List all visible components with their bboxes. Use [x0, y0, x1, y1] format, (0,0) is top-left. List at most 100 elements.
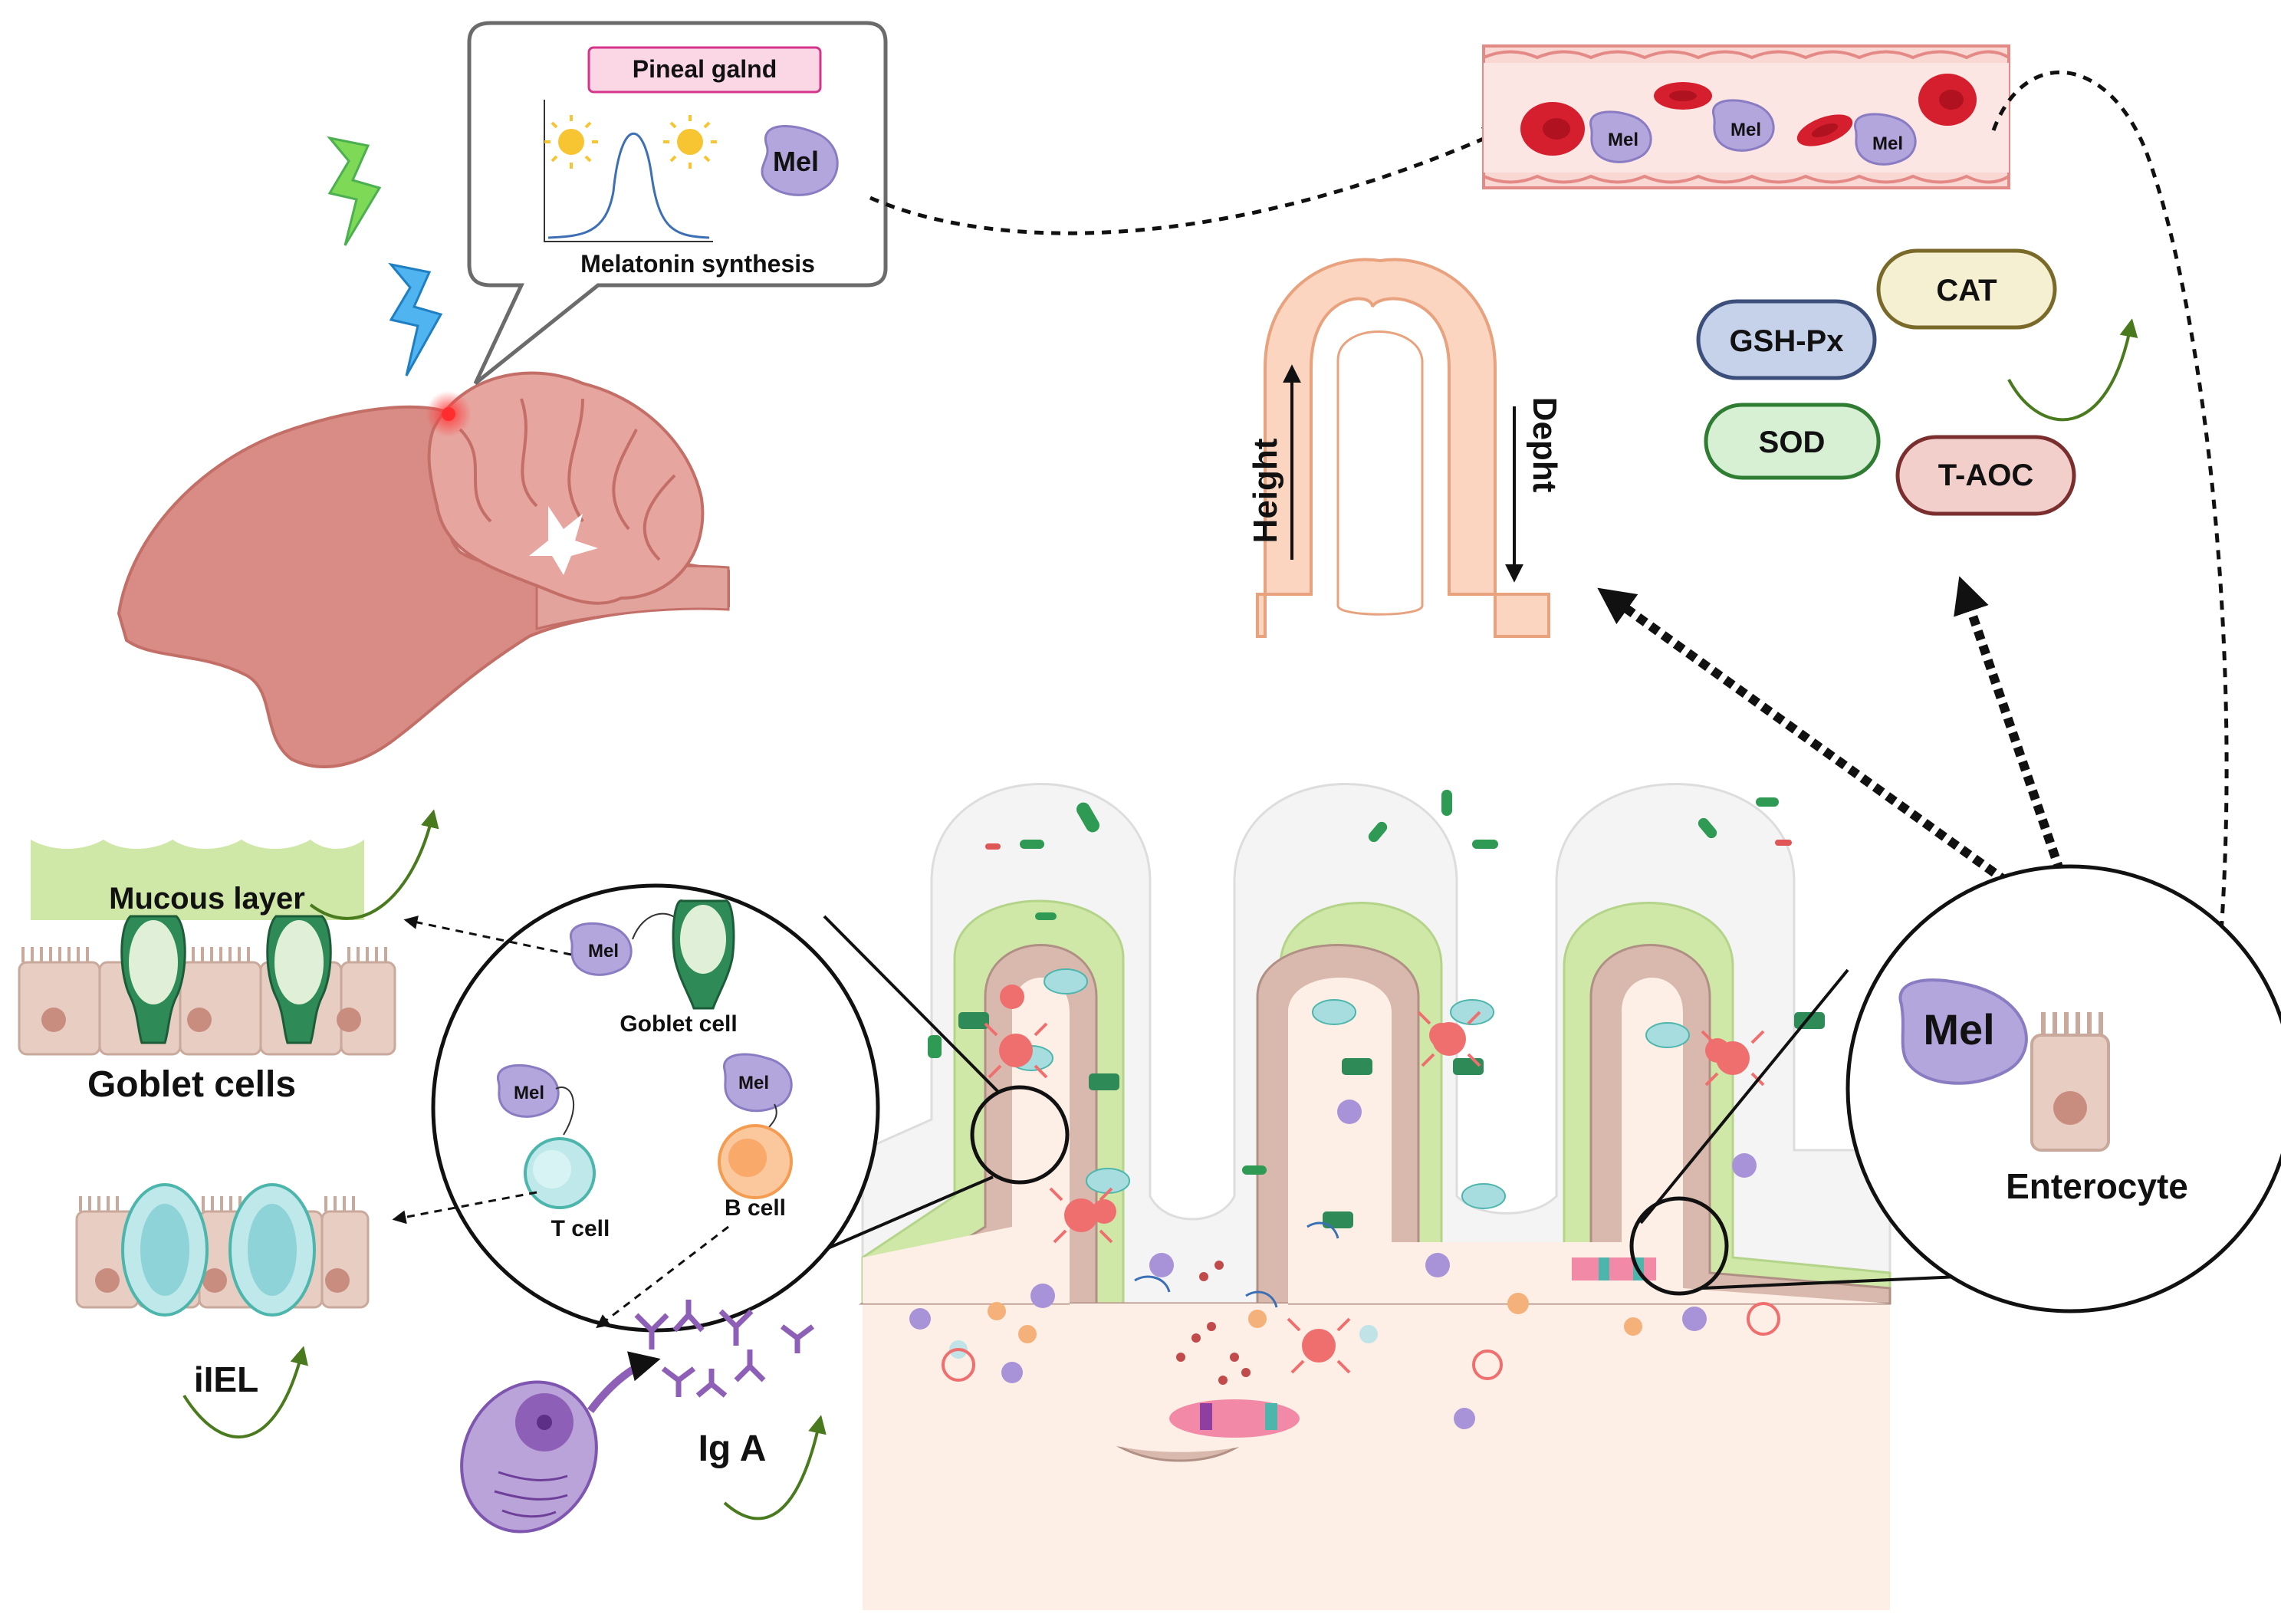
lamina-propria: [863, 978, 1890, 1452]
height-label: Height: [1247, 438, 1284, 543]
zoom-mel-enterocyte: Mel: [1923, 1005, 1994, 1054]
goblet-cells-panel: Mucous layer Goblet cells: [18, 809, 439, 1105]
arrow-to-goblet-panel: [403, 916, 572, 956]
enterocyte-cell-icon: [2030, 1012, 2110, 1152]
bacterium: [1242, 1165, 1267, 1175]
lightning-green-icon: [327, 136, 382, 246]
increase-arrow-iiel: [182, 1346, 308, 1438]
red-blood-cell: [1654, 82, 1712, 110]
iiel-cell-icon: [121, 1183, 209, 1317]
enzyme-gshpx-pill: [1696, 299, 1877, 380]
melatonin-curve: [547, 132, 710, 239]
dendritic-cell: [1417, 1011, 1481, 1067]
goblet-cell-icon: [672, 899, 735, 1010]
mel-label: Mel: [773, 146, 819, 177]
ventricle-star: [529, 506, 598, 575]
bacterium: [1698, 817, 1717, 839]
blood-mel-label: Mel: [1730, 120, 1761, 140]
enzyme-cat-pill: [1876, 248, 2057, 330]
enzyme-gshpx-label: GSH-Px: [1730, 324, 1844, 358]
bacterium: [1756, 797, 1779, 807]
intestinal-tissue: [858, 783, 1892, 1610]
mel-molecule: [761, 125, 839, 196]
red-blood-cell: [1796, 114, 1853, 146]
lightning-blue-icon: [388, 262, 443, 376]
mel-molecule: Mel: [1854, 113, 1917, 166]
bacterium: [1368, 821, 1388, 843]
bacterium: [1020, 840, 1044, 849]
iiel-panel: iIEL: [75, 1183, 370, 1438]
bacterium: [1775, 840, 1792, 846]
mel-molecule: Mel: [723, 1053, 793, 1113]
red-blood-cell: [1520, 102, 1585, 156]
dendritic-cell: [984, 1022, 1048, 1079]
iiel-cell-icon: [228, 1183, 316, 1317]
zoom-mel-t: Mel: [514, 1083, 544, 1103]
zoom-circle-immune: Mel Goblet cell Mel T cell Mel B cell: [431, 883, 880, 1333]
enterocyte-label: Enterocyte: [2006, 1166, 2188, 1206]
red-blood-cell: [1918, 74, 1977, 126]
villus-lumen: [1336, 330, 1424, 616]
pineal-callout: Pineal galnd Mel Melatonin synthesis: [467, 21, 888, 385]
goblet-cell-label: Goblet cell: [620, 1011, 737, 1037]
increase-arrow-iga: [723, 1415, 827, 1520]
goblet-cell-icon: [266, 915, 332, 1044]
bacterium: [1472, 840, 1498, 849]
mel-molecule: Mel: [1712, 99, 1775, 152]
pineal-gland-dot: [442, 407, 455, 421]
dendritic-cell: [1287, 1317, 1351, 1374]
zoom-mel-b: Mel: [738, 1073, 769, 1093]
villus-schematic: Height Depht: [1247, 258, 1563, 638]
plasma-cell: [460, 1380, 598, 1534]
sun-icon: [544, 115, 598, 169]
arrow-to-iiel-panel: [392, 1191, 537, 1225]
goblet-cell-icon: [120, 915, 186, 1044]
increase-arrow-goblet: [309, 809, 439, 920]
dendritic-cell: [1049, 1187, 1113, 1244]
villus-shape: [1256, 258, 1550, 638]
iiel-label: iIEL: [194, 1359, 258, 1399]
antioxidant-enzymes: CAT GSH-Px SOD T-AOC: [1696, 248, 2138, 516]
enzyme-taoc-pill: [1895, 435, 2076, 516]
mel-molecule: Mel: [570, 922, 633, 976]
goblet-cells-label: Goblet cells: [87, 1064, 296, 1105]
bacterium: [985, 843, 1001, 850]
blood-vessel: Mel Mel Mel: [1482, 44, 2010, 189]
brain: [117, 371, 730, 768]
mel-molecule: [1898, 978, 2028, 1085]
b-cell-icon: [718, 1124, 793, 1199]
enzyme-sod-pill: [1704, 403, 1881, 480]
mucous-layer-band: [31, 840, 364, 920]
zoom-connector-left: [823, 915, 1001, 1251]
bacterium: [928, 1035, 942, 1058]
mucous-layer-label: Mucous layer: [109, 882, 305, 916]
dendritic-cell: [1701, 1030, 1765, 1087]
sun-icon: [663, 115, 717, 169]
dashed-arrow-to-blood: [869, 127, 1507, 235]
synthesis-axes: [544, 100, 713, 242]
zoom-circle-small-left: [970, 1085, 1070, 1185]
zoom-circle-small-right: [1629, 1196, 1729, 1296]
secretion-arrow: [587, 1351, 661, 1414]
cerebellum-folds: [459, 398, 676, 561]
mel-molecule: Mel: [497, 1063, 560, 1118]
bacterium: [1441, 790, 1452, 816]
t-cell-icon: [524, 1137, 596, 1209]
b-cell-label: B cell: [725, 1195, 786, 1221]
blood-mel-label: Mel: [1608, 130, 1638, 150]
iga-antibodies: [634, 1300, 815, 1398]
bacterium: [1076, 802, 1099, 833]
callout-bubble: [467, 21, 888, 385]
zoom-connector-right: [1639, 968, 1960, 1290]
enzyme-sod-label: SOD: [1759, 426, 1826, 459]
double-arrow-to-enzymes: [1954, 576, 2079, 912]
zoom-circle-enterocyte: Mel Enterocyte: [1846, 864, 2281, 1313]
blood-mel-label: Mel: [1872, 133, 1903, 154]
bacterium: [1035, 912, 1057, 920]
depth-label: Depht: [1526, 397, 1563, 493]
pineal-gland-label: Pineal galnd: [633, 55, 777, 83]
synthesis-label: Melatonin synthesis: [580, 250, 815, 278]
mel-molecule: Mel: [1589, 110, 1652, 163]
iga-label: Ig A: [698, 1428, 767, 1469]
